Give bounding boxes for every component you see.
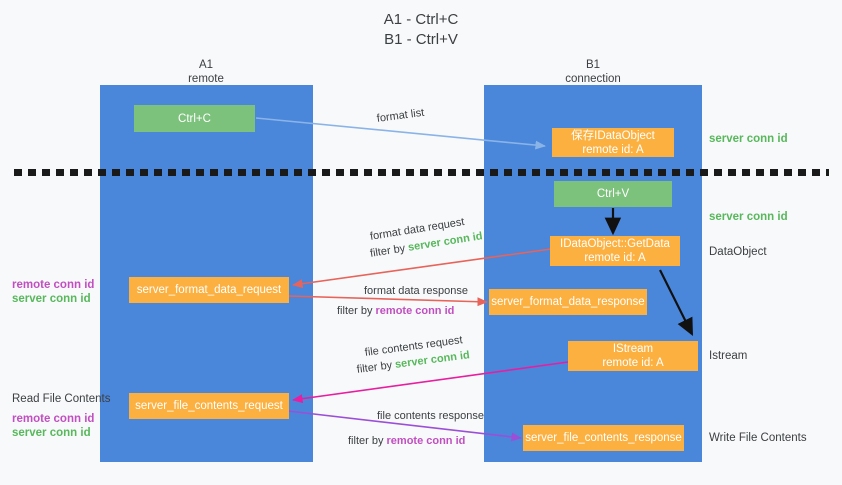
label-server-conn-id-left-2: server conn id — [12, 427, 91, 439]
title-line-2: B1 - Ctrl+V — [384, 31, 458, 48]
edge-label-file-contents-response-filter: filter by remote conn id — [348, 434, 465, 449]
node-server-file-contents-response-label: server_file_contents_response — [525, 432, 682, 444]
node-ctrl-v-label: Ctrl+V — [596, 188, 630, 200]
node-istream-line2: remote id: A — [602, 357, 664, 369]
node-idataobject-getdata[interactable]: IDataObject::GetData remote id: A — [550, 236, 680, 266]
node-save-idataobject-line1: 保存IDataObject — [571, 129, 655, 142]
column-header-b1: B1 connection — [513, 58, 673, 86]
node-getdata-line2: remote id: A — [584, 252, 646, 264]
node-server-file-contents-request-label: server_file_contents_request — [135, 400, 283, 412]
column-header-a1-sub: remote — [188, 73, 224, 85]
label-server-conn-id-right-1: server conn id — [709, 133, 788, 145]
node-save-idataobject[interactable]: 保存IDataObject remote id: A — [552, 128, 674, 157]
node-getdata-line1: IDataObject::GetData — [560, 238, 670, 250]
column-header-b1-name: B1 — [585, 59, 601, 71]
label-istream: Istream — [709, 350, 748, 362]
node-server-format-data-request-label: server_format_data_request — [136, 284, 282, 296]
column-header-a1-name: A1 — [198, 59, 214, 71]
filter-prefix-2: filter by — [337, 305, 376, 317]
page-title: A1 - Ctrl+C B1 - Ctrl+V — [0, 10, 842, 50]
filter-prefix-3: filter by — [356, 358, 396, 376]
label-read-file-contents: Read File Contents — [12, 393, 111, 405]
edge-label-format-list: format list — [376, 106, 425, 125]
filter-key-remote-conn-id-2: remote conn id — [386, 435, 466, 447]
title-line-1: A1 - Ctrl+C — [383, 11, 459, 28]
filter-prefix-4: filter by — [348, 435, 387, 447]
node-istream-line1: IStream — [612, 343, 654, 355]
column-header-a1: A1 remote — [126, 58, 286, 86]
label-server-conn-id-left-1: server conn id — [12, 293, 91, 305]
label-server-conn-id-right-2: server conn id — [709, 211, 788, 223]
node-ctrl-v[interactable]: Ctrl+V — [554, 181, 672, 207]
node-server-file-contents-response[interactable]: server_file_contents_response — [523, 425, 684, 451]
label-dataobject: DataObject — [709, 246, 767, 258]
node-server-file-contents-request[interactable]: server_file_contents_request — [129, 393, 289, 419]
node-server-format-data-response-label: server_format_data_response — [491, 296, 645, 308]
label-write-file-contents: Write File Contents — [709, 432, 807, 444]
node-ctrl-c-label: Ctrl+C — [178, 112, 211, 125]
edge-label-format-data-response-filter: filter by remote conn id — [337, 304, 454, 319]
edge-label-file-contents-response: file contents response — [377, 410, 485, 422]
label-remote-conn-id-left-2: remote conn id — [12, 413, 95, 425]
node-server-format-data-request[interactable]: server_format_data_request — [129, 277, 289, 303]
edge-label-format-data-response: format data response — [364, 285, 468, 297]
node-server-format-data-response[interactable]: server_format_data_response — [489, 289, 647, 315]
node-save-idataobject-line2: remote id: A — [582, 143, 644, 156]
filter-prefix-1: filter by — [369, 241, 410, 260]
node-ctrl-c[interactable]: Ctrl+C — [134, 105, 255, 132]
label-remote-conn-id-left-1: remote conn id — [12, 279, 95, 291]
column-header-b1-sub: connection — [565, 73, 621, 85]
phase-divider-dashed-line — [14, 169, 829, 176]
filter-key-remote-conn-id-1: remote conn id — [375, 305, 455, 317]
node-istream[interactable]: IStream remote id: A — [568, 341, 698, 371]
